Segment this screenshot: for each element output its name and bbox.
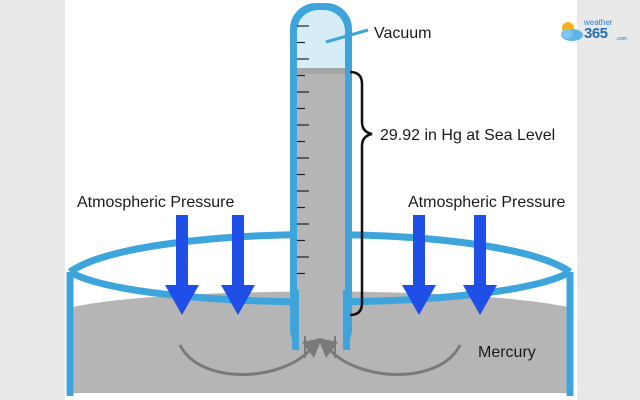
vacuum-pointer xyxy=(325,28,369,44)
pressure-label-left: Atmospheric Pressure xyxy=(77,194,234,211)
sun-cloud-icon xyxy=(561,22,583,41)
pressure-arrow xyxy=(165,215,199,315)
pressure-arrow xyxy=(402,215,436,315)
mercury-label: Mercury xyxy=(478,344,536,361)
flow-arrow-left xyxy=(178,344,312,376)
flow-arrow-right xyxy=(328,344,462,376)
tube-lower-left-wall xyxy=(292,290,299,350)
logo-tld-text: .com xyxy=(616,36,627,42)
column-height-label: 29.92 in Hg at Sea Level xyxy=(380,127,555,144)
tube-tick-marks xyxy=(297,25,309,275)
pressure-arrow xyxy=(463,215,497,315)
logo-top-text: weather xyxy=(584,18,613,27)
mercury-surface xyxy=(297,68,345,74)
flow-arrowhead-right xyxy=(318,338,338,358)
vacuum-label: Vacuum xyxy=(374,25,432,42)
logo-main-text: 365 xyxy=(584,25,608,42)
tube-lower-right-wall xyxy=(343,290,350,350)
pressure-arrow xyxy=(221,215,255,315)
weather365-logo: weather 365 .com xyxy=(557,17,629,45)
flow-arrowhead-left xyxy=(302,338,322,358)
column-height-brace xyxy=(349,70,373,317)
pressure-label-right: Atmospheric Pressure xyxy=(408,194,565,211)
